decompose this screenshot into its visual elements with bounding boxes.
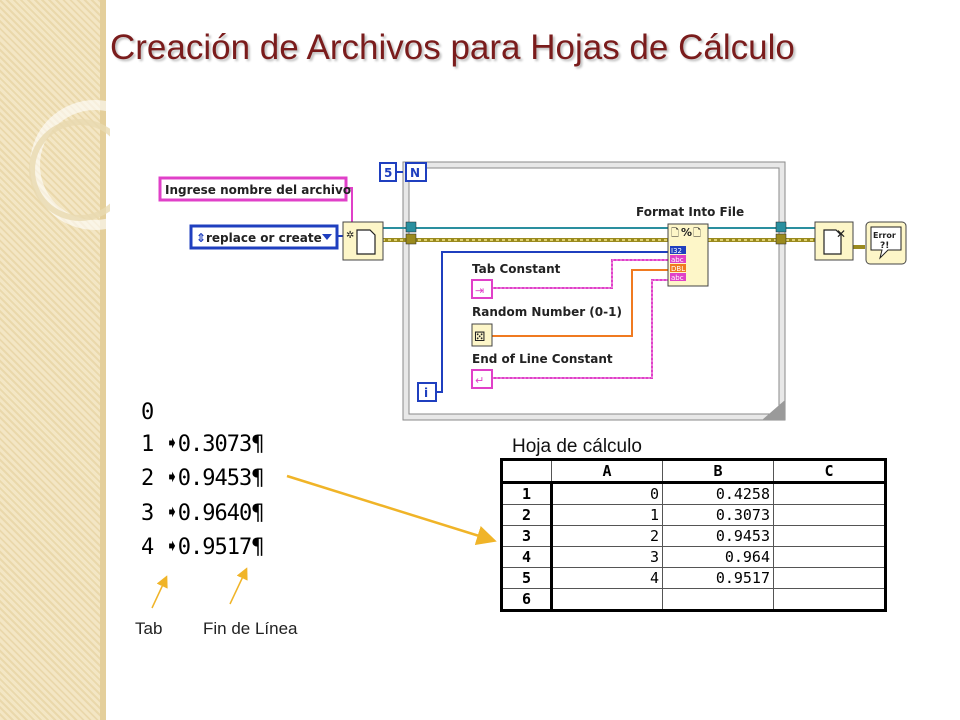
eol-arrow <box>229 567 248 605</box>
svg-text:%: % <box>681 226 692 239</box>
loop-count-constant <box>379 162 397 182</box>
dice-icon: ⚄ <box>474 330 485 345</box>
svg-text:⇥: ⇥ <box>475 284 484 297</box>
tab-caption: Tab <box>135 619 163 638</box>
block-diagram: Ingrese nombre del archivo ⇕ replace or … <box>158 161 907 421</box>
table-row: 2 1 0.3073 <box>501 504 886 526</box>
table-row: 5 4 0.9517 <box>501 567 886 589</box>
close-file-icon <box>823 229 842 255</box>
iteration-terminal <box>417 382 437 402</box>
random-number-node <box>471 323 493 347</box>
to-spreadsheet-arrow <box>286 474 497 546</box>
filename-control-label: Ingrese nombre del archivo <box>165 183 351 197</box>
operation-ring-label: replace or create <box>206 231 322 245</box>
svg-text:Error: Error <box>873 231 896 240</box>
table-row: 4 3 0.964 <box>501 546 886 568</box>
decorative-band-edge <box>100 0 106 720</box>
svg-text:abc: abc <box>671 274 684 282</box>
format-into-file-label: Format Into File <box>636 205 744 219</box>
svg-text:?!: ?! <box>880 241 889 251</box>
svg-text:abc: abc <box>671 256 684 264</box>
output-line-1: 1 ➧0.3073¶ <box>141 432 264 457</box>
for-loop-inner <box>408 167 780 415</box>
svg-text:🗋: 🗋 <box>671 227 679 239</box>
output-line-2: 2 ➧0.9453¶ <box>141 466 264 491</box>
corner-cell <box>501 459 552 484</box>
svg-text:i: i <box>424 386 428 400</box>
operation-ring <box>189 224 339 250</box>
random-number-label: Random Number (0-1) <box>472 305 622 319</box>
svg-text:✕: ✕ <box>836 227 846 241</box>
svg-text:✲: ✲ <box>346 230 354 241</box>
spreadsheet-table: A B C 1 0 0.4258 2 1 0.3073 3 2 0.9453 4… <box>500 458 887 612</box>
output-line-4: 4 ➧0.9517¶ <box>141 535 264 560</box>
svg-text:🗋: 🗋 <box>693 227 701 239</box>
output-line-3: 3 ➧0.9640¶ <box>141 501 264 526</box>
loop-count-terminal <box>405 162 427 182</box>
eol-constant-label: End of Line Constant <box>472 352 613 366</box>
svg-text:DBL: DBL <box>671 265 685 273</box>
svg-text:I32: I32 <box>671 247 682 255</box>
output-line-0: 0 <box>141 400 154 425</box>
table-row: 3 2 0.9453 <box>501 525 886 547</box>
filename-control <box>158 176 348 202</box>
table-row: 1 0 0.4258 <box>501 482 886 505</box>
svg-text:5: 5 <box>384 166 392 180</box>
table-row: 6 <box>501 588 886 611</box>
eol-caption: Fin de Línea <box>203 619 298 638</box>
tab-constant <box>471 279 493 299</box>
svg-text:N: N <box>410 166 420 180</box>
column-header-b: B <box>662 459 774 484</box>
file-icon <box>356 229 376 255</box>
svg-text:↵: ↵ <box>475 374 484 387</box>
tab-arrow <box>151 575 168 609</box>
eol-constant <box>471 369 493 389</box>
iteration-wire <box>437 251 668 393</box>
random-wire <box>492 269 668 337</box>
speech-bubble-icon <box>870 226 902 260</box>
svg-text:⇕: ⇕ <box>196 231 206 245</box>
tab-constant-label: Tab Constant <box>472 262 561 276</box>
loop-resize-corner <box>762 400 785 420</box>
ring-dropdown-icon <box>322 234 332 240</box>
spreadsheet-title: Hoja de cálculo <box>512 436 642 457</box>
slide-title: Creación de Archivos para Hojas de Cálcu… <box>110 28 795 67</box>
column-header-c: C <box>773 459 886 484</box>
column-header-a: A <box>551 459 663 484</box>
annotation-arrows <box>151 474 497 609</box>
decorative-circles <box>29 100 110 230</box>
